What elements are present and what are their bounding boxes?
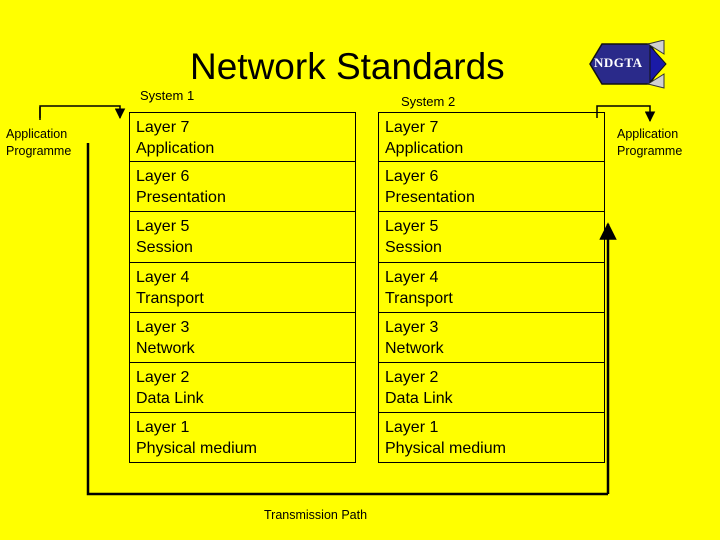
layer-name: Layer 1: [136, 419, 190, 437]
logo-text: NDGTA: [594, 55, 643, 70]
system-2-label: System 2: [401, 94, 456, 109]
system-1-label: System 1: [140, 88, 195, 103]
layer-desc: Data Link: [385, 389, 453, 407]
system-1-layer-2: Layer 2 Data Link: [129, 362, 356, 414]
layer-name: Layer 4: [385, 268, 439, 286]
layer-name: Layer 2: [136, 368, 190, 386]
left-application-line2: Programme: [6, 144, 72, 158]
system-2-layer-7: Layer 7 Application: [378, 112, 605, 163]
layer-desc: Physical medium: [385, 440, 506, 458]
layer-name: Layer 5: [385, 218, 439, 236]
system-1-layer-3: Layer 3 Network: [129, 312, 356, 363]
transmission-path-label: Transmission Path: [264, 508, 368, 522]
layer-desc: Session: [385, 239, 442, 257]
layer-desc: Application: [136, 140, 215, 157]
layer-name: Layer 7: [136, 119, 190, 136]
layer-desc: Presentation: [385, 189, 475, 207]
system-2-layer-1: Layer 1 Physical medium: [378, 413, 605, 464]
layer-name: Layer 2: [385, 368, 439, 386]
system-1-layer-6: Layer 6 Presentation: [129, 162, 356, 213]
system-2-layer-5: Layer 5 Session: [378, 212, 605, 263]
system-1-stack: Layer 7 Application Layer 6 Presentation L…: [129, 112, 356, 464]
system-1-layer-7: Layer 7 Application: [129, 112, 356, 163]
layer-desc: Network: [136, 339, 195, 357]
right-application-line1: Application: [617, 127, 679, 141]
layer-name: Layer 4: [136, 268, 190, 286]
layer-name: Layer 6: [136, 168, 190, 186]
system-2-layer-2: Layer 2 Data Link: [378, 362, 605, 414]
layer-desc: Physical medium: [136, 440, 257, 458]
left-app-line: [39, 105, 126, 120]
ndgta-logo: [589, 40, 667, 89]
layer-name: Layer 5: [136, 218, 190, 236]
layer-name: Layer 7: [385, 119, 439, 136]
system-1-layer-1: Layer 1 Physical medium: [129, 413, 356, 464]
system-2-layer-6: Layer 6 Presentation: [378, 162, 605, 213]
right-application-line2: Programme: [617, 144, 683, 158]
system-1-layer-4: Layer 4 Transport: [129, 262, 356, 313]
layer-desc: Network: [385, 339, 444, 357]
layer-name: Layer 3: [136, 318, 190, 336]
layer-desc: Application: [385, 140, 464, 157]
layer-name: Layer 1: [385, 419, 439, 437]
layer-desc: Data Link: [136, 389, 204, 407]
system-2-layer-4: Layer 4 Transport: [378, 262, 605, 313]
layer-name: Layer 3: [385, 318, 439, 336]
left-application-label: Application Programme: [6, 126, 71, 160]
layer-desc: Session: [136, 239, 193, 257]
layer-desc: Transport: [385, 289, 453, 307]
right-application-label: Application Programme: [617, 126, 682, 160]
page-title: Network Standards: [190, 46, 505, 87]
system-2-layer-3: Layer 3 Network: [378, 312, 605, 363]
layer-desc: Presentation: [136, 189, 226, 207]
layer-desc: Transport: [136, 289, 204, 307]
system-1-layer-5: Layer 5 Session: [129, 212, 356, 263]
system-2-stack: Layer 7 Application Layer 6 Presentation L…: [378, 112, 605, 464]
left-down-path: [86, 143, 608, 496]
left-application-line1: Application: [6, 127, 68, 141]
layer-name: Layer 6: [385, 168, 439, 186]
